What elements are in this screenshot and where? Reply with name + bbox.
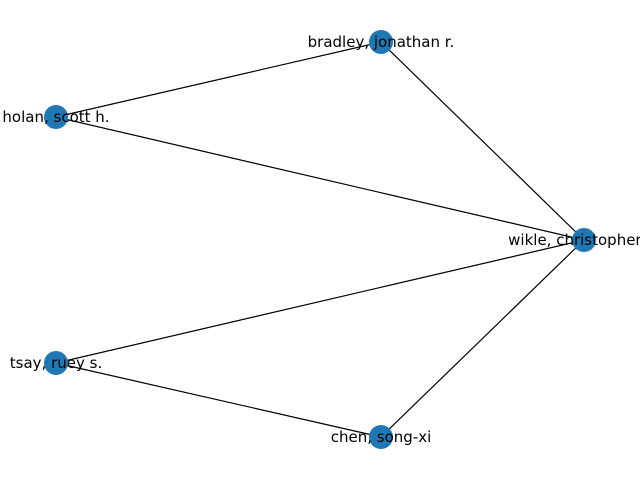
node-bradley bbox=[369, 30, 393, 54]
edge-chen-wikle bbox=[380, 239, 585, 438]
node-label-holan: holan, scott h. bbox=[2, 108, 109, 126]
edge-layer bbox=[55, 41, 585, 438]
node-label-tsay: tsay, ruey s. bbox=[10, 354, 102, 372]
node-chen bbox=[369, 425, 393, 449]
edge-tsay-wikle bbox=[55, 239, 585, 364]
node-tsay bbox=[44, 351, 68, 375]
node-wikle bbox=[572, 228, 596, 252]
node-label-bradley: bradley, jonathan r. bbox=[308, 33, 455, 51]
edge-tsay-chen bbox=[55, 362, 382, 438]
node-label-wikle: wikle, christopher k. bbox=[508, 231, 640, 249]
node-holan bbox=[44, 105, 68, 129]
edge-bradley-wikle bbox=[380, 41, 585, 241]
node-layer bbox=[44, 30, 596, 449]
label-layer: bradley, jonathan r. holan, scott h. wikle… bbox=[2, 33, 640, 446]
node-label-chen: chen, song-xi bbox=[331, 428, 432, 446]
edge-holan-wikle bbox=[55, 116, 585, 241]
edge-holan-bradley bbox=[55, 41, 382, 118]
